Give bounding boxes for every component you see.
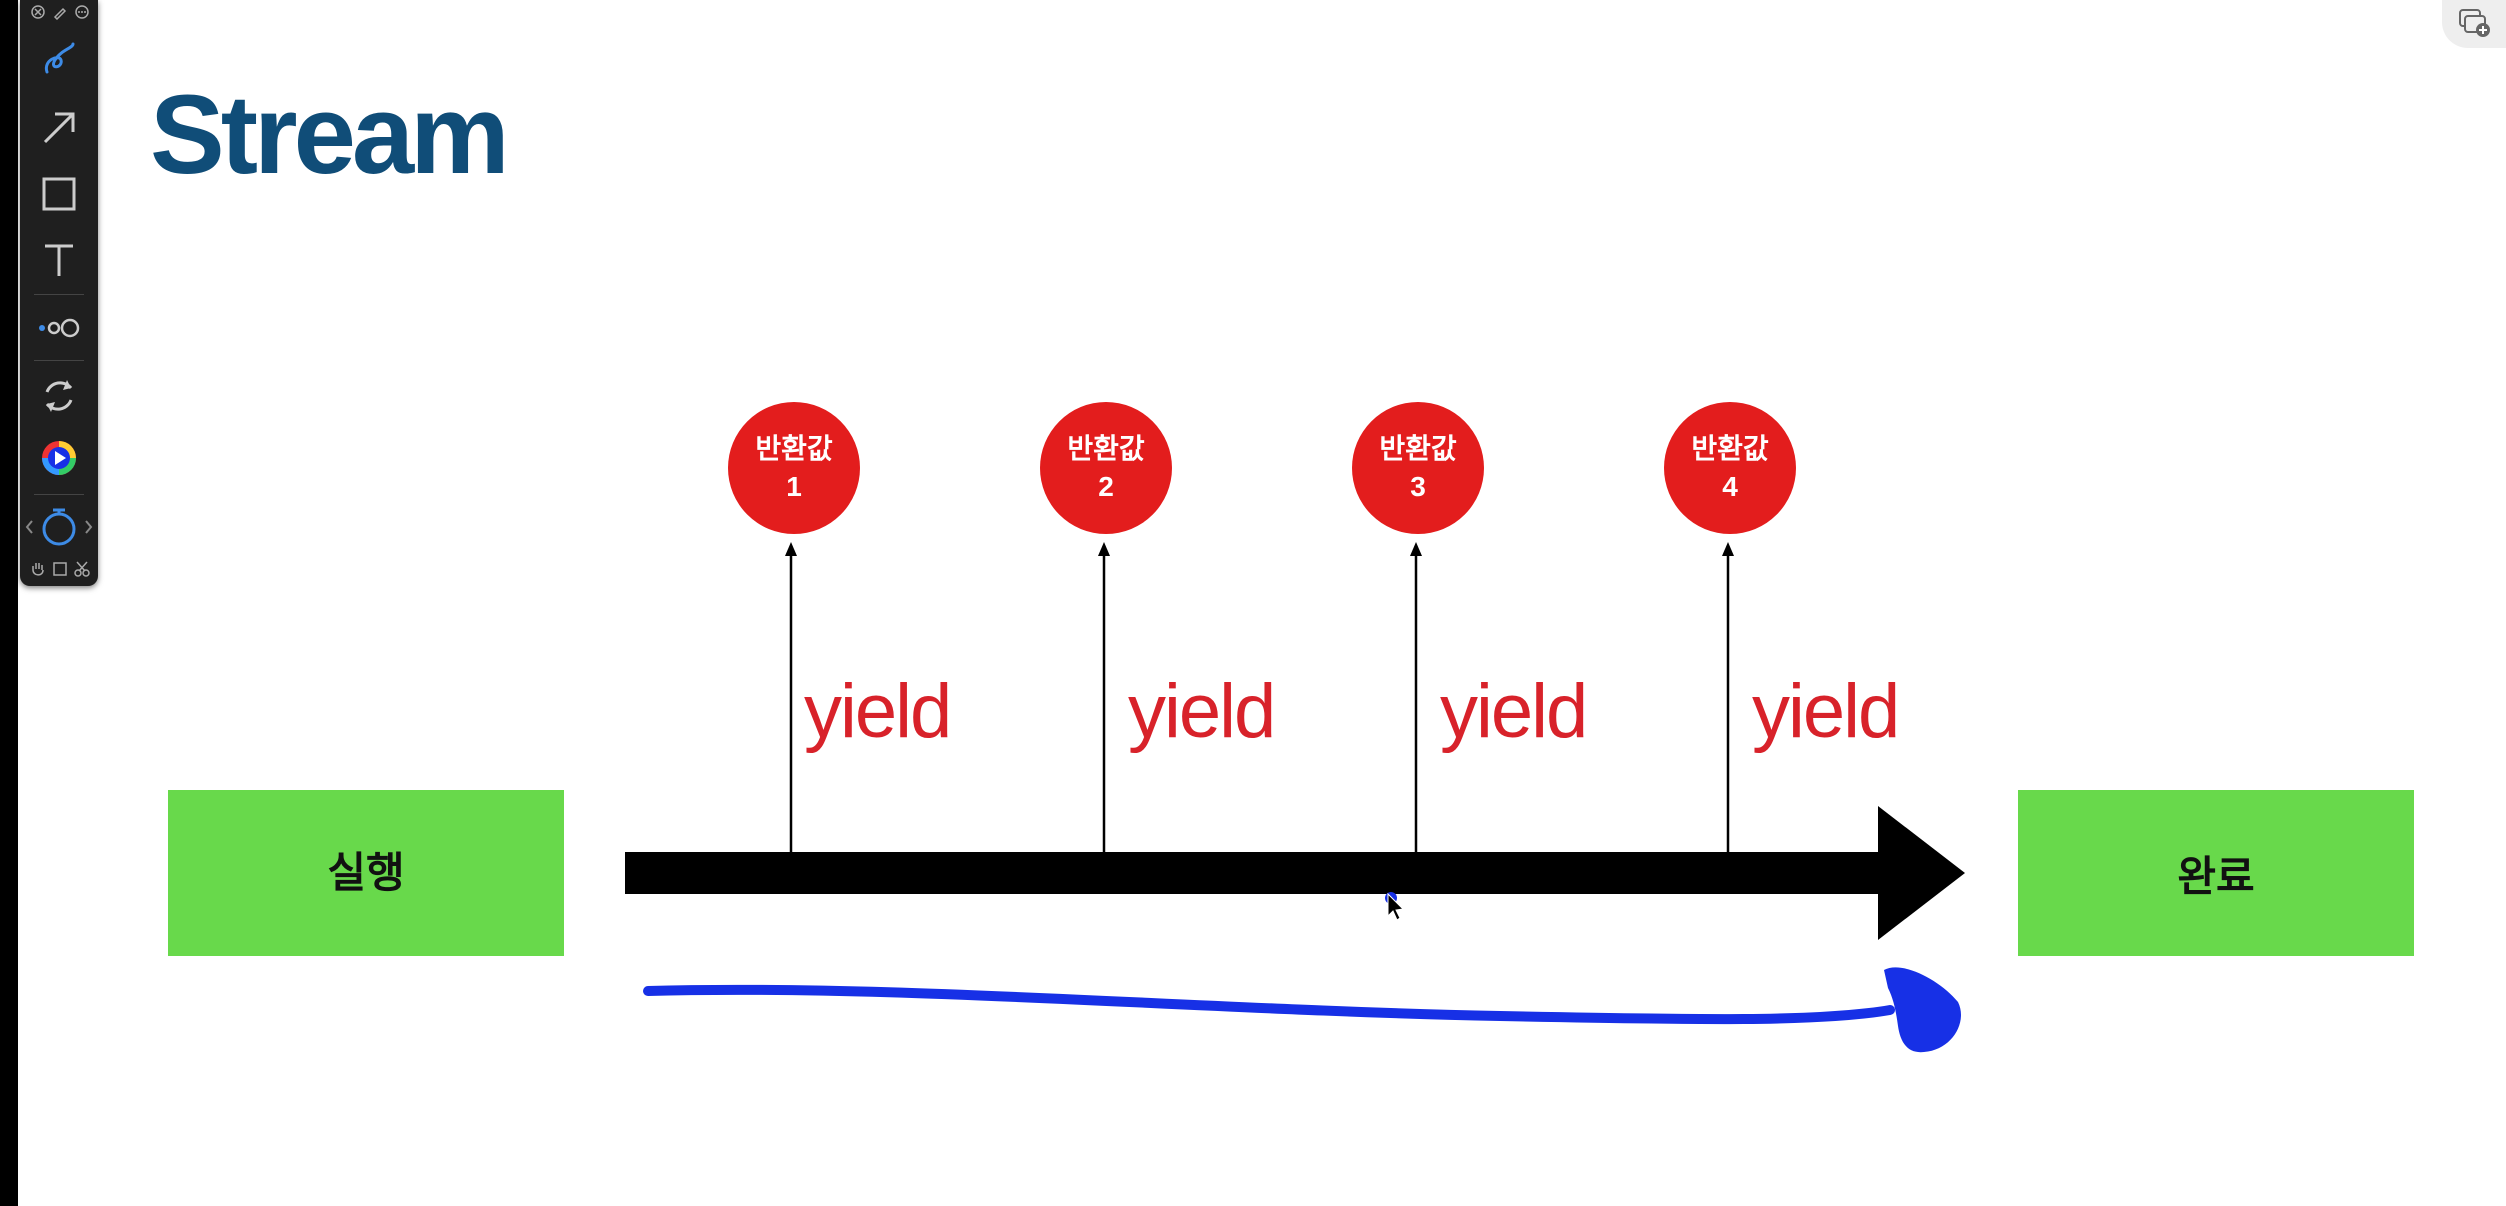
toolbar-divider [34, 360, 84, 361]
yield-arrowhead [1410, 542, 1422, 556]
arrow-tool-icon[interactable] [20, 104, 98, 152]
progress-arrow-annotation [643, 984, 1895, 1025]
end-box: 완료 [2018, 790, 2414, 956]
rotate-icon[interactable] [20, 372, 98, 420]
return-value-number: 1 [786, 471, 802, 502]
yield-label: yield [1440, 669, 1588, 754]
return-value-label: 반환값 [1691, 433, 1769, 464]
return-value-label: 반환값 [1379, 433, 1457, 464]
return-value-label: 반환값 [1067, 433, 1145, 464]
yield-arrowhead [785, 542, 797, 556]
freehand-pen-icon[interactable] [20, 36, 98, 84]
left-edge-bar [0, 0, 18, 1206]
mouse-cursor-icon [1385, 892, 1405, 921]
yield-arrowhead [1722, 542, 1734, 556]
start-box: 실행 [168, 790, 564, 956]
scissors-icon[interactable] [72, 558, 92, 580]
text-tool-icon[interactable] [20, 236, 98, 284]
add-window-icon [2459, 9, 2490, 37]
toolbar-divider [34, 494, 84, 495]
rectangle-tool-icon[interactable] [20, 170, 98, 218]
timeline-arrow [625, 806, 1965, 940]
return-value-circle: 반환값 3 [1352, 402, 1484, 534]
return-value-circle: 반환값 1 [728, 402, 860, 534]
yield-label: yield [804, 669, 952, 754]
return-value-number: 2 [1098, 471, 1114, 502]
yield-connector [789, 548, 1730, 852]
yield-arrowhead [1098, 542, 1110, 556]
close-icon[interactable] [28, 2, 48, 22]
slide-title: Stream [150, 72, 510, 197]
return-value-circle: 반환값 2 [1040, 402, 1172, 534]
more-icon[interactable] [72, 2, 92, 22]
stroke-width-icon[interactable] [20, 304, 98, 352]
screen-share-button[interactable] [2442, 0, 2506, 48]
pen-icon[interactable] [50, 2, 70, 22]
progress-arrow-head-annotation [1884, 967, 1961, 1053]
annotation-toolbar [20, 0, 98, 586]
yield-label: yield [1752, 669, 1900, 754]
return-value-number: 3 [1410, 471, 1426, 502]
crop-icon[interactable] [50, 558, 70, 580]
toolbar-divider [34, 294, 84, 295]
end-box-label: 완료 [2177, 852, 2255, 900]
return-value-label: 반환값 [755, 433, 833, 464]
start-box-label: 실행 [327, 848, 405, 896]
return-value-number: 4 [1722, 471, 1738, 502]
stopwatch-icon[interactable] [20, 502, 98, 552]
hand-icon[interactable] [28, 558, 48, 580]
yield-label: yield [1128, 669, 1276, 754]
return-value-circle: 반환값 4 [1664, 402, 1796, 534]
color-wheel-icon[interactable] [20, 434, 98, 482]
